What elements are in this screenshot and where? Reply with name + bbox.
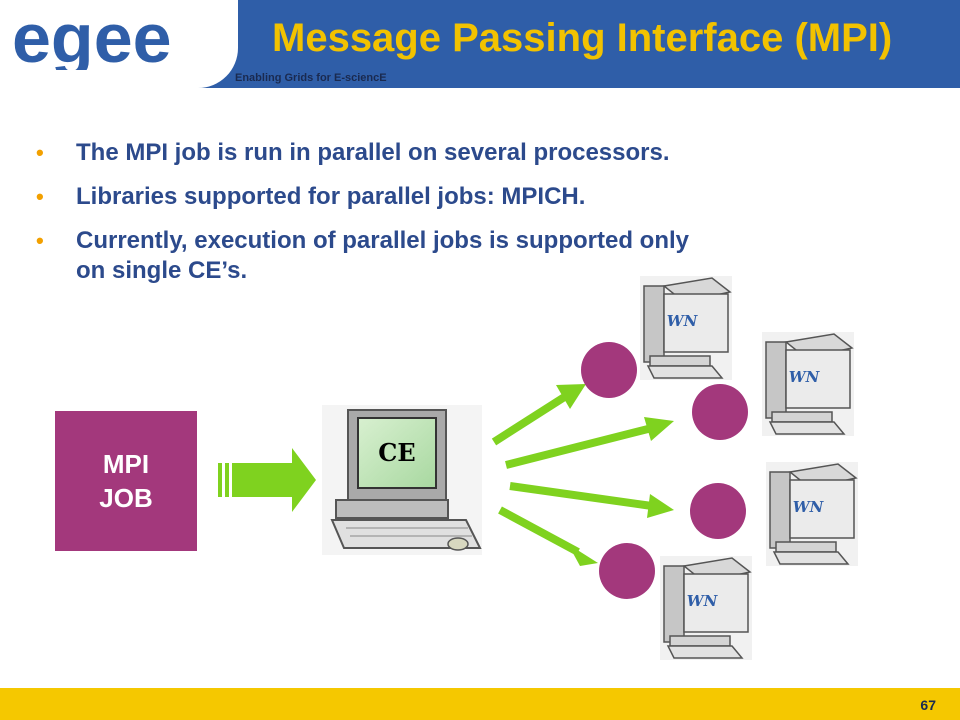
node-circle: [599, 543, 655, 599]
wn-label: WN: [789, 368, 821, 386]
wn-computer-icon: WN: [766, 462, 858, 566]
bullet-text: The MPI job is run in parallel on severa…: [76, 139, 670, 166]
slide-title: Message Passing Interface (MPI): [272, 16, 893, 60]
bullet-item: • Currently, execution of parallel jobs i…: [36, 226, 916, 286]
logo-panel: egee: [0, 0, 238, 88]
node-circle: [690, 483, 746, 539]
footer-bar: 67: [0, 688, 960, 720]
wn-label: WN: [793, 498, 825, 516]
arrow-to-node-2: [505, 417, 674, 469]
wn-computer-icon: WN: [660, 556, 752, 660]
ce-to-node-arrows: [491, 384, 674, 566]
mpi-job-label: MPI JOB: [99, 449, 153, 513]
bullet-text: Libraries supported for parallel jobs: M…: [76, 183, 586, 210]
bullet-item: • The MPI job is run in parallel on sever…: [36, 138, 916, 168]
ce-label: CE: [378, 438, 415, 467]
bullet-text: Currently, execution of parallel jobs is…: [76, 227, 689, 284]
bullet-item: • Libraries supported for parallel jobs: …: [36, 182, 916, 212]
bullet-dot-icon: •: [36, 228, 44, 253]
arrow-to-node-4: [498, 506, 598, 566]
arrow-to-node-3: [509, 482, 674, 518]
wn-computer-icon: WN: [762, 332, 854, 436]
page-number: 67: [920, 697, 936, 713]
job-to-ce-arrow: [218, 448, 316, 512]
mpi-job-box: MPI JOB: [55, 411, 197, 551]
arrow-to-node-1: [491, 384, 586, 446]
diagram-canvas: CE WN: [218, 276, 858, 660]
ce-computer-icon: CE: [322, 405, 482, 555]
bullet-dot-icon: •: [36, 140, 44, 165]
node-circle: [581, 342, 637, 398]
bullet-list: • The MPI job is run in parallel on sever…: [36, 138, 916, 300]
node-circle: [692, 384, 748, 440]
logo-tagline: Enabling Grids for E-sciencE: [235, 72, 387, 84]
wn-computer-icon: WN: [640, 276, 732, 380]
egee-logo: egee: [12, 10, 172, 70]
bullet-dot-icon: •: [36, 184, 44, 209]
egee-logo-text: egee: [12, 10, 172, 70]
wn-label: WN: [687, 592, 719, 610]
wn-label: WN: [667, 312, 699, 330]
